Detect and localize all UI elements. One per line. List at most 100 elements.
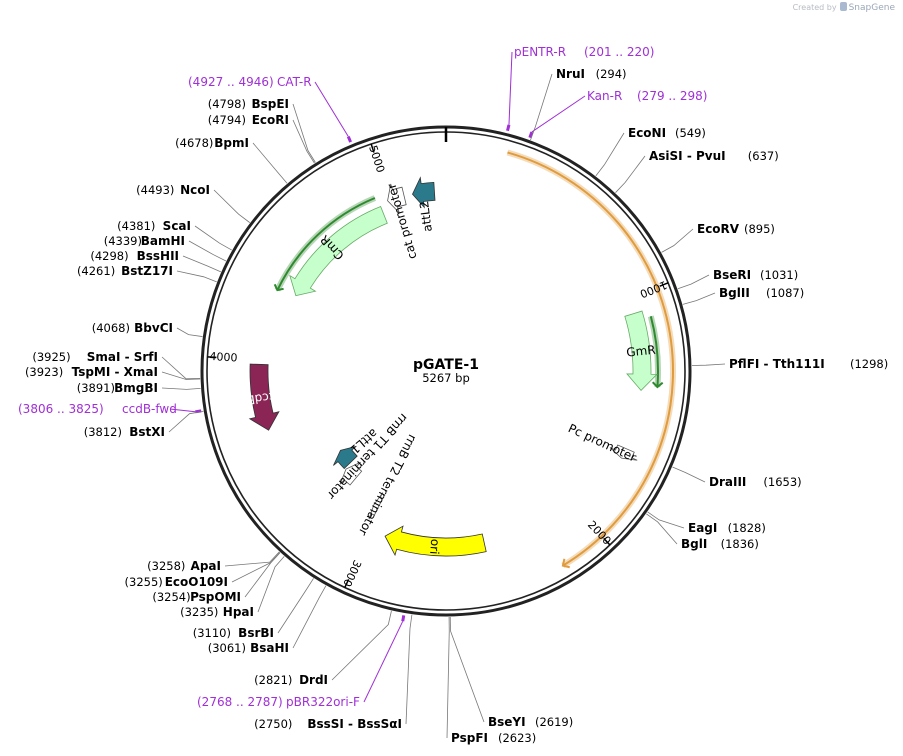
feature-rrnB-T1[interactable]	[339, 461, 363, 486]
site-position: (3258)	[147, 559, 185, 573]
site-name[interactable]: BamHI	[141, 234, 185, 248]
site-name[interactable]: BstZ17I	[121, 264, 173, 278]
feature-Pc-promoter[interactable]	[609, 444, 638, 461]
primer-leader	[363, 621, 404, 703]
site-name[interactable]: NcoI	[180, 183, 210, 197]
tick-label: 5000	[366, 144, 387, 175]
primer-name[interactable]: pENTR-R	[514, 45, 566, 59]
feature-GmR[interactable]	[624, 310, 658, 392]
site-leader	[194, 225, 232, 251]
site-leader	[449, 616, 485, 723]
site-name[interactable]: BsrBI	[238, 626, 274, 640]
feature-ori[interactable]	[384, 525, 487, 557]
site-name[interactable]: EcoRV	[697, 222, 740, 236]
site-name[interactable]: BssHII	[137, 249, 179, 263]
site-position: (3255)	[125, 575, 163, 589]
site-leader	[161, 387, 201, 390]
site-position: (294)	[596, 67, 627, 81]
site-position: (3812)	[84, 425, 122, 439]
feature-attL1[interactable]	[333, 445, 358, 470]
site-leader	[292, 119, 315, 164]
primer-name[interactable]: pBR322ori-F	[286, 695, 360, 709]
site-leader	[176, 327, 203, 337]
site-name[interactable]: ScaI	[163, 219, 191, 233]
site-name[interactable]: BseYI	[488, 715, 526, 729]
site-leader	[231, 552, 281, 583]
site-name[interactable]: BmgBI	[114, 381, 158, 395]
primer-name[interactable]: CAT-R	[277, 75, 312, 89]
primer-mark	[346, 135, 352, 143]
site-name[interactable]: BglI	[681, 537, 707, 551]
site-position: (1087)	[766, 286, 804, 300]
primer-mark	[528, 131, 534, 139]
site-name[interactable]: HpaI	[223, 605, 254, 619]
site-name[interactable]: EcoO109I	[165, 575, 228, 589]
site-name[interactable]: PflFI - Tth111I	[729, 357, 825, 371]
site-position: (637)	[748, 149, 779, 163]
site-position: (3110)	[193, 626, 231, 640]
orf-arrowhead	[561, 558, 570, 569]
site-position: (895)	[744, 222, 775, 236]
site-leader	[677, 274, 710, 290]
site-leader	[646, 513, 678, 545]
site-name[interactable]: BspEI	[251, 97, 289, 111]
tick-mark	[603, 537, 611, 546]
tick-mark	[370, 143, 375, 153]
site-name[interactable]: DraIII	[709, 475, 746, 489]
primers: (201 .. 220)pENTR-R(279 .. 298)Kan-R(492…	[18, 45, 707, 709]
site-position: (3923)	[25, 365, 63, 379]
primer-leader	[169, 408, 196, 413]
site-name[interactable]: BstXI	[129, 425, 165, 439]
site-position: (549)	[675, 126, 706, 140]
primer-leader	[314, 81, 349, 137]
site-name[interactable]: EcoRI	[252, 113, 289, 127]
primer-position: (2768 .. 2787)	[197, 695, 283, 709]
site-name[interactable]: PspOMI	[190, 590, 241, 604]
site-name[interactable]: BbvCI	[134, 321, 173, 335]
plasmid-name: pGATE-1	[413, 357, 479, 373]
site-name[interactable]: DrdI	[299, 673, 328, 687]
primer-position: (3806 .. 3825)	[18, 402, 104, 416]
site-leader	[331, 610, 392, 681]
site-name[interactable]: BseRI	[713, 268, 751, 282]
feature-CmR[interactable]	[289, 205, 388, 297]
site-position: (1836)	[721, 537, 759, 551]
feature-ccdB[interactable]	[248, 363, 280, 431]
site-name[interactable]: EcoNI	[628, 126, 666, 140]
site-leader	[530, 73, 553, 141]
feature-label-GmR: GmR	[626, 343, 657, 360]
orf-layer	[273, 149, 677, 569]
site-name[interactable]: BsaHI	[250, 641, 289, 655]
primer-name[interactable]: Kan-R	[587, 89, 622, 103]
site-name[interactable]: ApaI	[191, 559, 221, 573]
tick-mark	[207, 356, 217, 359]
site-leader	[647, 511, 685, 529]
site-leader	[213, 189, 251, 223]
feature-cat-promoter[interactable]	[387, 183, 407, 214]
site-name[interactable]: BssSI - BssSαI	[307, 717, 402, 731]
site-leader	[244, 552, 281, 598]
primer-leader	[531, 95, 586, 133]
feature-attL2[interactable]	[412, 176, 436, 209]
primer-mark	[195, 409, 202, 414]
feature-rrnB-T2[interactable]	[368, 492, 384, 520]
site-name[interactable]: NruI	[556, 67, 585, 81]
site-name[interactable]: BpmI	[214, 136, 249, 150]
snapgene-logo-icon	[839, 2, 847, 11]
site-name[interactable]: BglII	[719, 286, 750, 300]
site-position: (4493)	[136, 183, 174, 197]
site-name[interactable]: PspFI	[451, 731, 488, 745]
primer-leader	[508, 51, 513, 125]
primer-name[interactable]: ccdB-fwd	[122, 402, 177, 416]
site-name[interactable]: TspMI - XmaI	[72, 365, 158, 379]
site-leader	[168, 410, 204, 433]
backbone	[200, 125, 692, 617]
site-leader	[182, 255, 222, 273]
watermark-brand: SnapGene	[848, 3, 895, 13]
primer-position: (201 .. 220)	[584, 45, 654, 59]
site-name[interactable]: EagI	[688, 521, 717, 535]
site-name[interactable]: AsiSI - PvuI	[649, 149, 726, 163]
orf-arc	[507, 151, 675, 567]
site-name[interactable]: SmaI - SrfI	[87, 350, 158, 364]
